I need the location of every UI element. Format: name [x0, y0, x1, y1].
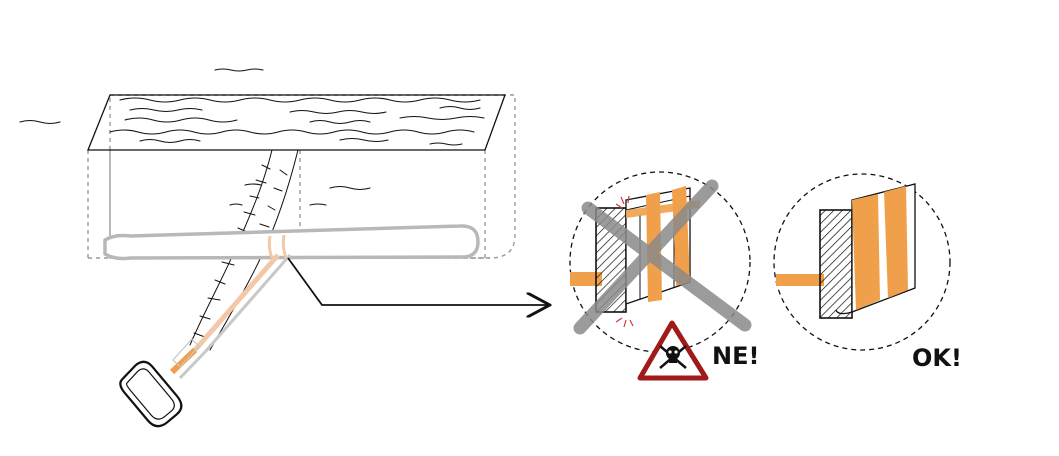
ice-block [19, 68, 516, 351]
correct-detail [773, 173, 951, 351]
skull-warning-icon [637, 320, 709, 381]
sling [169, 253, 292, 380]
wrong-label: NE! [712, 342, 759, 370]
arrow-icon [287, 257, 548, 305]
carabiner-icon [119, 360, 183, 428]
wrong-detail [569, 171, 752, 353]
correct-label: OK! [912, 344, 962, 372]
